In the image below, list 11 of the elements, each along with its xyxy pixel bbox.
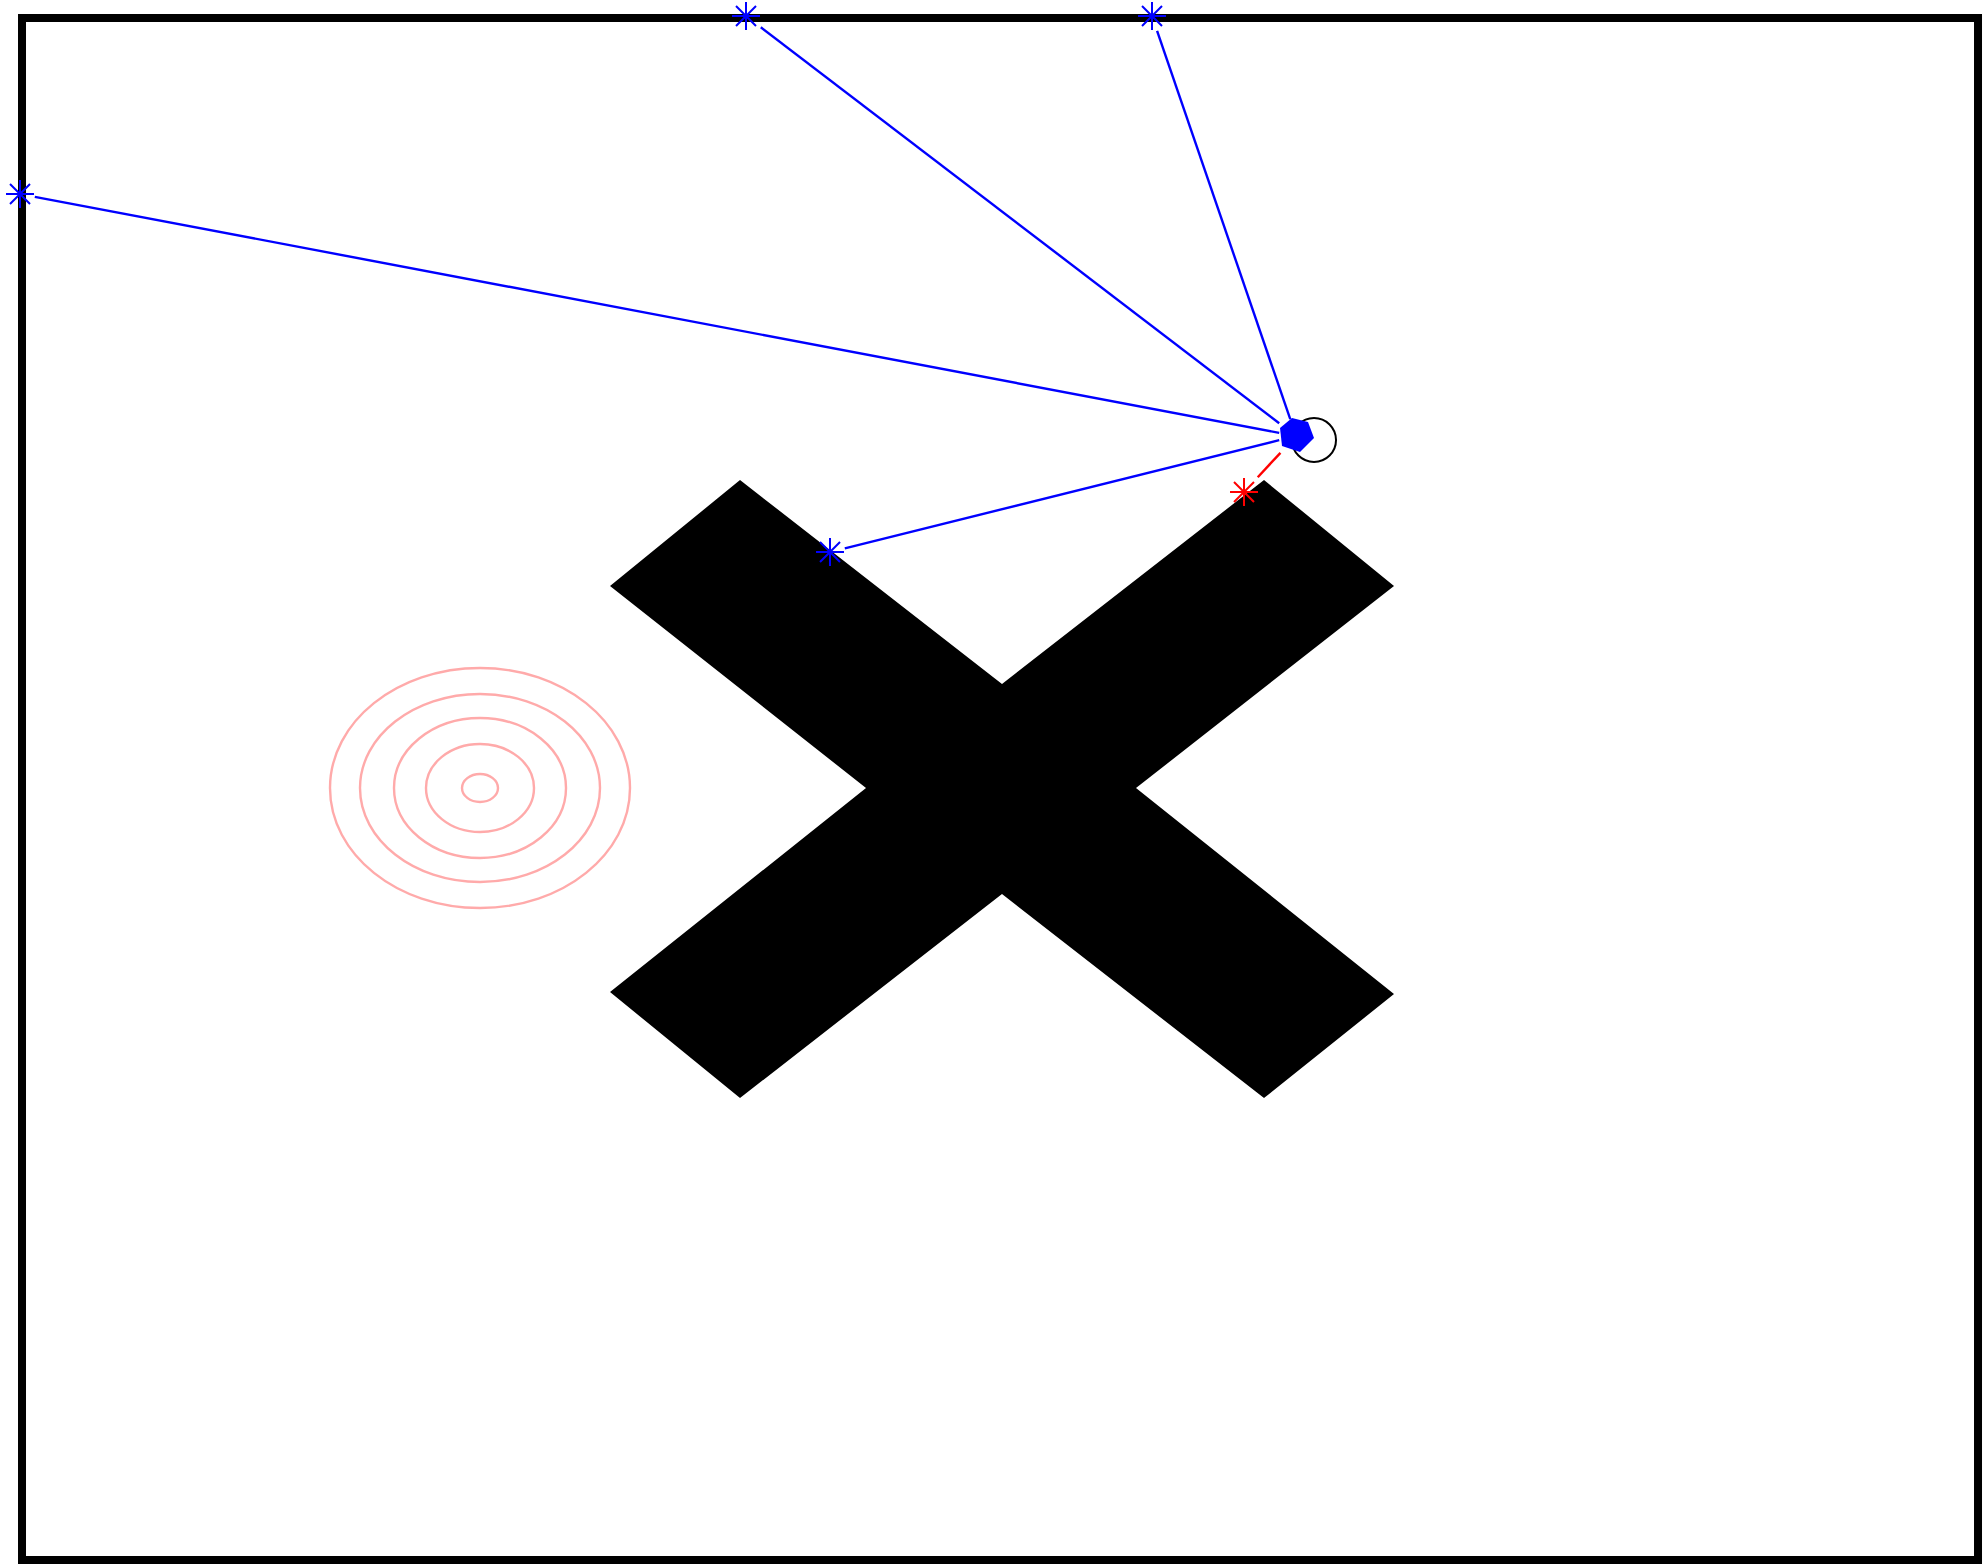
line — [1256, 452, 1282, 479]
line — [34, 195, 1280, 435]
marker — [1137, 1, 1167, 31]
marker — [1229, 477, 1259, 508]
marker — [815, 537, 845, 567]
robot-drawing — [1280, 417, 1337, 463]
line — [760, 26, 1280, 425]
marker — [5, 179, 35, 209]
marker — [731, 1, 761, 31]
line — [844, 439, 1280, 550]
line — [1155, 30, 1292, 420]
